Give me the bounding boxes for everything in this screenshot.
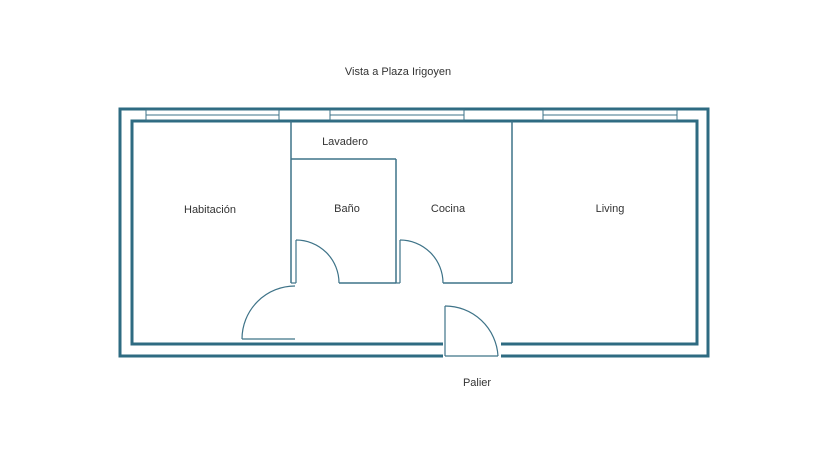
view-label: Vista a Plaza Irigoyen [345,66,451,78]
door-entrance [444,305,499,357]
room-label-lavadero: Lavadero [322,136,368,148]
room-label-bano: Baño [334,203,360,215]
interior-walls [290,121,513,284]
window-habitacion [145,109,280,121]
door-bano [291,239,340,284]
palier-label: Palier [463,377,491,389]
inner-wall-line [130,119,699,346]
room-label-habitacion: Habitación [184,204,236,216]
exterior-walls [118,107,710,358]
outer-wall-line [118,107,710,358]
room-label-living: Living [596,203,625,215]
door-habitacion [241,285,296,340]
room-label-cocina: Cocina [431,203,466,215]
doors [241,239,499,357]
windows [145,109,678,121]
window-cocina [329,109,465,121]
window-living [542,109,678,121]
door-cocina [396,239,444,284]
